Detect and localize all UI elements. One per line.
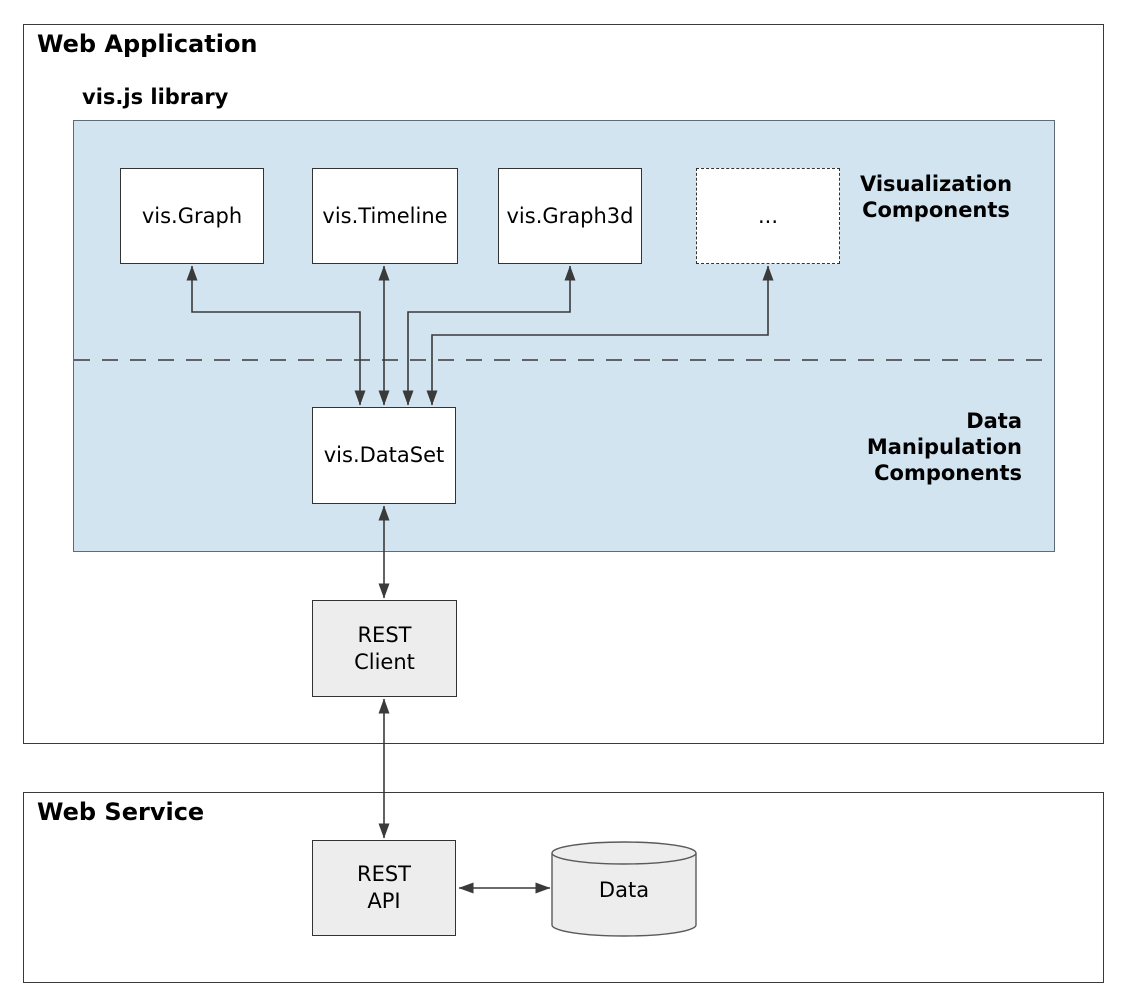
data-store-label: Data [598,878,650,902]
node-vis-dataset: vis.DataSet [312,407,456,504]
node-rest-client: REST Client [312,600,457,697]
node-more-components: ... [696,168,840,264]
node-rest-api: REST API [312,840,456,936]
data-manipulation-components-label: Data Manipulation Components [866,409,1022,485]
node-vis-graph3d: vis.Graph3d [498,168,642,264]
node-vis-graph: vis.Graph [120,168,264,264]
vis-library-title: vis.js library [82,85,229,109]
visualization-components-label: Visualization Components [859,172,1013,222]
web-application-title: Web Application [37,30,258,58]
web-service-title: Web Service [37,798,205,826]
node-vis-timeline: vis.Timeline [312,168,458,264]
